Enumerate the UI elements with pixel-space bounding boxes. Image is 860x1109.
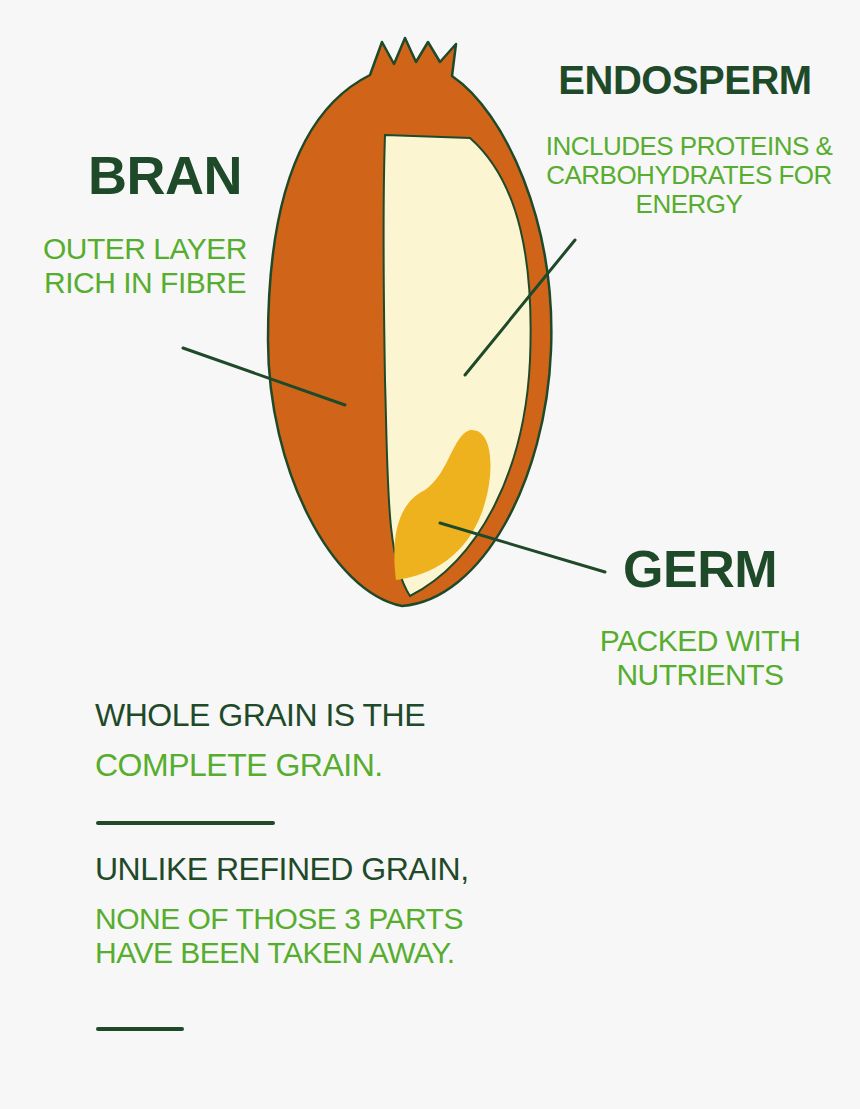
endosperm-leader [465,240,575,375]
part-name: GERM [610,540,790,598]
note-text: UNLIKE REFINED GRAIN, [95,852,655,888]
divider [98,821,273,825]
germ [394,430,490,580]
divider [98,1027,182,1031]
germ-leader [440,523,605,572]
part-name: BRAN [80,145,250,205]
bran-leader [183,348,345,405]
part-description: INCLUDES PROTEINS & CARBOHYDRATES FOR EN… [528,132,850,219]
note-text: NONE OF THOSE 3 PARTS HAVE BEEN TAKEN AW… [95,902,535,969]
note-text: COMPLETE GRAIN. [95,748,655,784]
part-description: OUTER LAYER RICH IN FIBRE [25,232,265,299]
part-description: PACKED WITH NUTRIENTS [575,624,825,691]
note-text: WHOLE GRAIN IS THE [95,698,655,734]
part-name: ENDOSPERM [545,58,825,103]
